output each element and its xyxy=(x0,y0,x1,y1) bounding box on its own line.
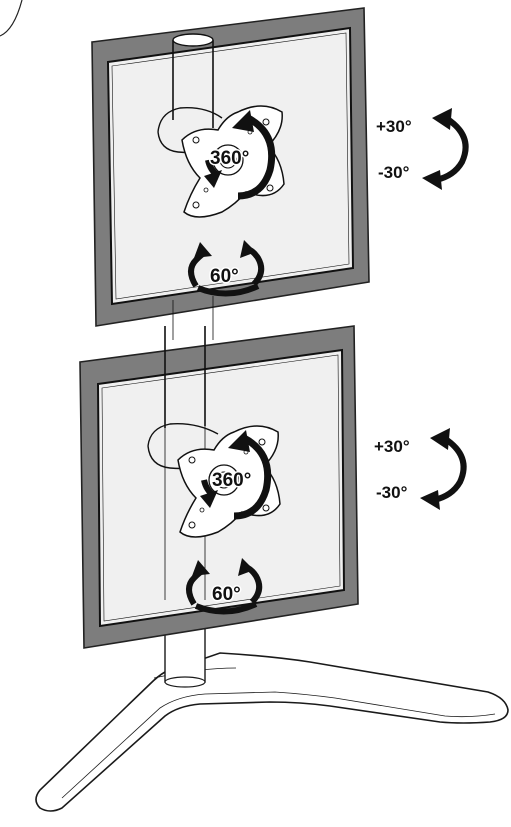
stand-base xyxy=(35,652,509,812)
monitor-bottom: 360° 60° xyxy=(79,325,359,649)
tilt-up-label-top: +30° xyxy=(376,117,412,136)
tilt-down-label-top: -30° xyxy=(378,163,410,182)
rotation-arrow-icon xyxy=(200,430,272,520)
tilt-up-label-bottom: +30° xyxy=(374,437,410,456)
rotation-arrow-icon xyxy=(204,110,276,200)
tilt-arrow-icon-bottom xyxy=(420,428,467,510)
swivel-label-bottom: 360° xyxy=(212,470,251,491)
monitor-top-pole xyxy=(157,33,223,340)
corner-arc xyxy=(0,0,23,37)
pan-arrow-icon xyxy=(186,558,263,615)
tilt-arrow-icon-top xyxy=(422,108,469,190)
pan-arrow-icon xyxy=(188,240,265,297)
pan-label-top: 60° xyxy=(210,266,239,287)
tilt-down-label-bottom: -30° xyxy=(376,483,408,502)
pan-label-bottom: 60° xyxy=(212,584,241,605)
monitor-top: 360° 60° xyxy=(91,7,370,340)
swivel-label-top: 360° xyxy=(210,148,249,169)
